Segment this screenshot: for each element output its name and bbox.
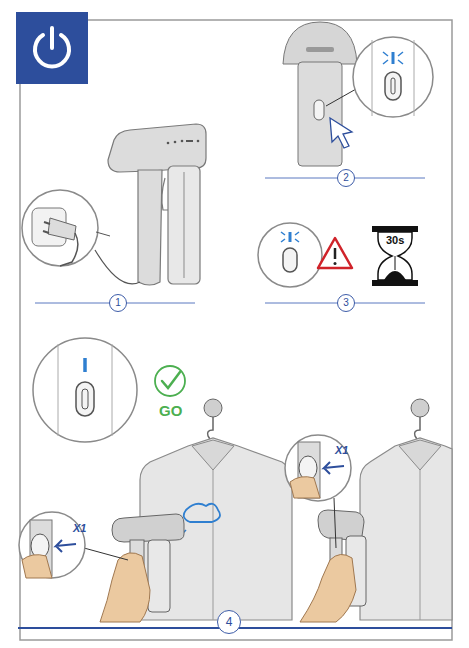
- callout-circle: 1: [109, 294, 127, 312]
- shirt-collar: [399, 440, 441, 470]
- power-button: [283, 248, 297, 272]
- callout-circle: 2: [337, 169, 355, 187]
- steamer-handle: [138, 170, 162, 285]
- press-count: X1: [73, 523, 86, 534]
- finger: [290, 477, 320, 498]
- page-frame: [20, 20, 452, 640]
- hand: [300, 554, 356, 622]
- shirt-collar: [192, 440, 234, 470]
- trigger-inset: [285, 435, 351, 501]
- plug-pin: [44, 222, 50, 224]
- inset-pointer: [96, 232, 110, 236]
- water-tank: [168, 166, 200, 284]
- power-icon: [50, 28, 54, 48]
- shirt: [360, 438, 452, 620]
- callout-circle: 3: [337, 294, 355, 312]
- press-count: X1: [335, 445, 348, 456]
- plug-pin: [43, 231, 49, 233]
- handle-edge: [58, 344, 112, 436]
- steam-holes: [167, 140, 200, 145]
- power-cord: [95, 250, 140, 284]
- hourglass: [372, 226, 418, 286]
- press-arrow: [56, 540, 76, 552]
- press-arrow: [324, 462, 344, 474]
- callout-number: 1: [115, 298, 121, 308]
- callout-number: 2: [343, 173, 349, 183]
- steamer-upright: [283, 22, 357, 166]
- plug-inset: [22, 190, 98, 266]
- steamer-head: [112, 514, 184, 542]
- led-blink: [281, 232, 299, 242]
- button-mark: [82, 389, 88, 409]
- brand-plate: [306, 47, 334, 52]
- callout-number: 4: [226, 616, 233, 628]
- callout-number: 3: [343, 298, 349, 308]
- button-mark: [391, 78, 395, 94]
- steam-cloud: [184, 504, 220, 522]
- tank-line: [183, 172, 184, 278]
- trigger-inset: [19, 512, 85, 578]
- steamer-body: [298, 62, 342, 166]
- power-badge: [16, 12, 88, 84]
- finger: [22, 555, 52, 578]
- power-led: [392, 52, 395, 64]
- steamer-figure: [108, 124, 206, 285]
- warning-mark: [334, 248, 337, 259]
- zoom-pointer: [84, 548, 128, 560]
- ready-label: GO: [159, 403, 182, 418]
- power-led: [289, 232, 292, 242]
- steamer-head: [108, 124, 206, 172]
- suction-hook: [204, 399, 222, 417]
- shirt-placket: [420, 470, 421, 620]
- plug: [48, 218, 76, 240]
- led-inset: [258, 223, 322, 287]
- suction-hook: [411, 399, 429, 417]
- water-tank: [148, 540, 170, 612]
- power-button: [385, 72, 401, 100]
- plug-cord: [60, 233, 78, 266]
- warning-mark: [334, 262, 337, 265]
- button-inset: [353, 37, 433, 117]
- timer-label: 30s: [386, 235, 404, 246]
- ready-inset: [33, 338, 137, 442]
- check-mark: [162, 372, 180, 388]
- power-led: [83, 358, 87, 372]
- warning-sign: [318, 238, 352, 268]
- power-button: [76, 382, 94, 416]
- handle-edge: [372, 40, 414, 116]
- power-button: [314, 100, 324, 120]
- hand: [100, 553, 150, 622]
- led-blink: [383, 52, 403, 64]
- shirt-placket: [213, 470, 214, 620]
- check-mark: [155, 366, 185, 396]
- press-arrow: [330, 118, 352, 148]
- zoom-pointer: [334, 498, 336, 548]
- steamer-head: [283, 22, 357, 64]
- trigger: [162, 178, 168, 210]
- callout-circle: 4: [217, 610, 241, 634]
